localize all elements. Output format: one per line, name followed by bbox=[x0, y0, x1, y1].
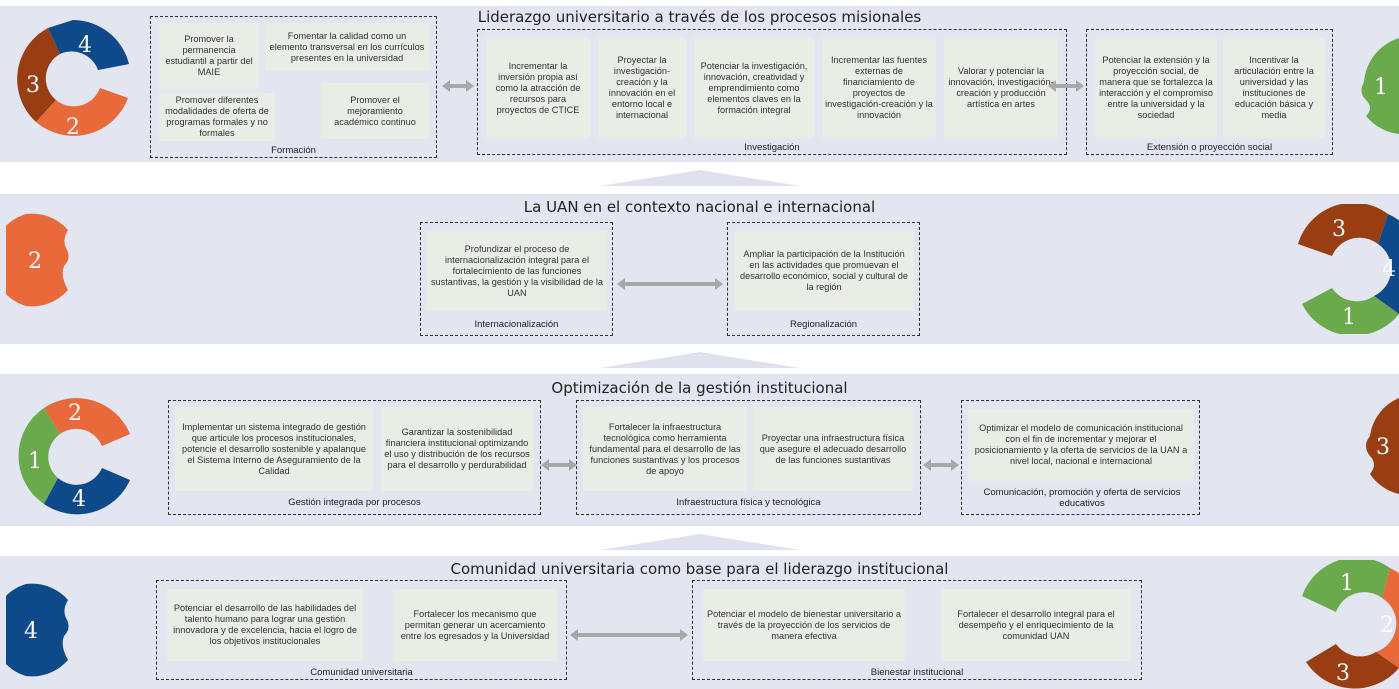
group-label: Extensión o proyección social bbox=[1146, 142, 1273, 153]
group-formacion: Promover la permanencia estudiantil a pa… bbox=[150, 16, 437, 158]
objective-card: Promover el mejoramiento académico conti… bbox=[321, 83, 429, 139]
group-bienestar: Potenciar el modelo de bienestar univers… bbox=[692, 580, 1142, 680]
group-gestion-procesos: Implementar un sistema integrado de gest… bbox=[168, 400, 541, 515]
group-extension: Potenciar la extensión y la proyección s… bbox=[1086, 29, 1333, 155]
group-label: Gestión integrada por procesos bbox=[288, 497, 421, 508]
puzzle-cycle-icon: 4 3 2 bbox=[17, 20, 129, 140]
section-band-contexto bbox=[0, 194, 1399, 344]
puzzle-piece-icon: 3 bbox=[1366, 398, 1399, 494]
chevron-connector bbox=[600, 352, 800, 368]
objective-card: Fortalecer la infraestructura tecnológic… bbox=[583, 407, 747, 491]
objective-card: Proyectar una infraestructura física que… bbox=[753, 407, 913, 491]
group-internacionalizacion: Profundizar el proceso de internacionali… bbox=[420, 222, 613, 336]
puzzle-number: 3 bbox=[26, 73, 40, 98]
group-infraestructura: Fortalecer la infraestructura tecnológic… bbox=[576, 400, 921, 515]
puzzle-number: 1 bbox=[1374, 75, 1388, 100]
puzzle-number: 4 bbox=[24, 619, 38, 644]
chevron-connector bbox=[600, 534, 800, 550]
puzzle-number: 2 bbox=[1380, 613, 1394, 638]
group-label: Bienestar institucional bbox=[870, 667, 964, 678]
puzzle-number: 4 bbox=[1382, 257, 1396, 282]
puzzle-piece-icon: 1 bbox=[1361, 38, 1399, 134]
chevron-connector bbox=[600, 170, 800, 186]
puzzle-number: 4 bbox=[72, 487, 86, 512]
objective-card: Valorar y potenciar la innovación, inves… bbox=[944, 38, 1058, 138]
objective-card: Optimizar el modelo de comunicación inst… bbox=[968, 409, 1194, 481]
group-label: Regionalización bbox=[789, 319, 858, 330]
puzzle-cycle-icon: 3 4 1 bbox=[1298, 204, 1399, 334]
group-label: Comunidad universitaria bbox=[310, 667, 413, 678]
group-label: Formación bbox=[271, 145, 316, 156]
objective-card: Promover diferentes modalidades de ofert… bbox=[159, 93, 275, 141]
objective-card: Incentivar la articulación entre la univ… bbox=[1223, 38, 1325, 138]
puzzle-cycle-icon: 1 2 3 bbox=[1302, 560, 1399, 689]
objective-card: Proyectar la investigación-creación y la… bbox=[598, 38, 686, 138]
puzzle-number: 1 bbox=[28, 449, 42, 474]
puzzle-number: 4 bbox=[78, 33, 92, 58]
objective-card: Ampliar la participación de la Instituci… bbox=[734, 231, 914, 311]
puzzle-number: 2 bbox=[68, 401, 82, 426]
puzzle-number: 2 bbox=[28, 249, 42, 274]
double-arrow-icon bbox=[923, 459, 959, 471]
objective-card: Potenciar el modelo de bienestar univers… bbox=[703, 589, 905, 661]
objective-card: Incrementar las fuentes externas de fina… bbox=[822, 38, 936, 138]
objective-card: Garantizar la sostenibilidad financiera … bbox=[381, 407, 533, 491]
puzzle-piece-icon: 2 bbox=[6, 213, 69, 307]
group-comunidad: Potenciar el desarrollo de las habilidad… bbox=[156, 580, 567, 680]
group-label: Infraestructura física y tecnológica bbox=[676, 497, 821, 508]
section-title: Comunidad universitaria como base para e… bbox=[450, 560, 949, 578]
puzzle-number: 3 bbox=[1376, 435, 1390, 460]
puzzle-number: 3 bbox=[1336, 661, 1350, 686]
double-arrow-icon bbox=[570, 629, 688, 641]
section-title: Optimización de la gestión institucional bbox=[551, 379, 848, 397]
puzzle-number: 3 bbox=[1332, 217, 1346, 242]
objective-card: Profundizar el proceso de internacionali… bbox=[427, 231, 607, 311]
puzzle-number: 1 bbox=[1342, 305, 1356, 330]
group-label: Investigación bbox=[744, 142, 800, 153]
objective-card: Fortalecer el desarrollo integral para e… bbox=[941, 589, 1131, 661]
puzzle-number: 2 bbox=[66, 115, 80, 140]
double-arrow-icon bbox=[442, 80, 474, 92]
puzzle-piece-icon: 4 bbox=[6, 583, 69, 677]
group-comunicacion: Optimizar el modelo de comunicación inst… bbox=[961, 400, 1200, 515]
objective-card: Incrementar la inversión propia así como… bbox=[486, 38, 590, 138]
section-title: Liderazgo universitario a través de los … bbox=[477, 8, 922, 26]
objective-card: Potenciar el desarrollo de las habilidad… bbox=[167, 589, 363, 661]
double-arrow-icon bbox=[617, 278, 723, 290]
double-arrow-icon bbox=[1048, 80, 1084, 92]
puzzle-cycle-icon: 2 1 4 bbox=[18, 398, 130, 515]
objective-card: Implementar un sistema integrado de gest… bbox=[175, 407, 373, 491]
objective-card: Potenciar la extensión y la proyección s… bbox=[1095, 38, 1217, 138]
double-arrow-icon bbox=[541, 459, 577, 471]
group-label: Comunicación, promoción y oferta de serv… bbox=[983, 487, 1181, 509]
objective-card: Fortalecer los mecanismo que permitan ge… bbox=[393, 589, 557, 661]
section-title: La UAN en el contexto nacional e interna… bbox=[523, 198, 876, 216]
group-investigacion: Incrementar la inversión propia así como… bbox=[477, 29, 1067, 155]
objective-card: Fomentar la calidad como un elemento tra… bbox=[265, 23, 429, 71]
objective-card: Potenciar la investigación, innovación, … bbox=[694, 38, 814, 138]
objective-card: Promover la permanencia estudiantil a pa… bbox=[159, 23, 259, 89]
group-regionalizacion: Ampliar la participación de la Instituci… bbox=[727, 222, 920, 336]
puzzle-number: 1 bbox=[1340, 571, 1354, 596]
group-label: Internacionalización bbox=[474, 319, 559, 330]
